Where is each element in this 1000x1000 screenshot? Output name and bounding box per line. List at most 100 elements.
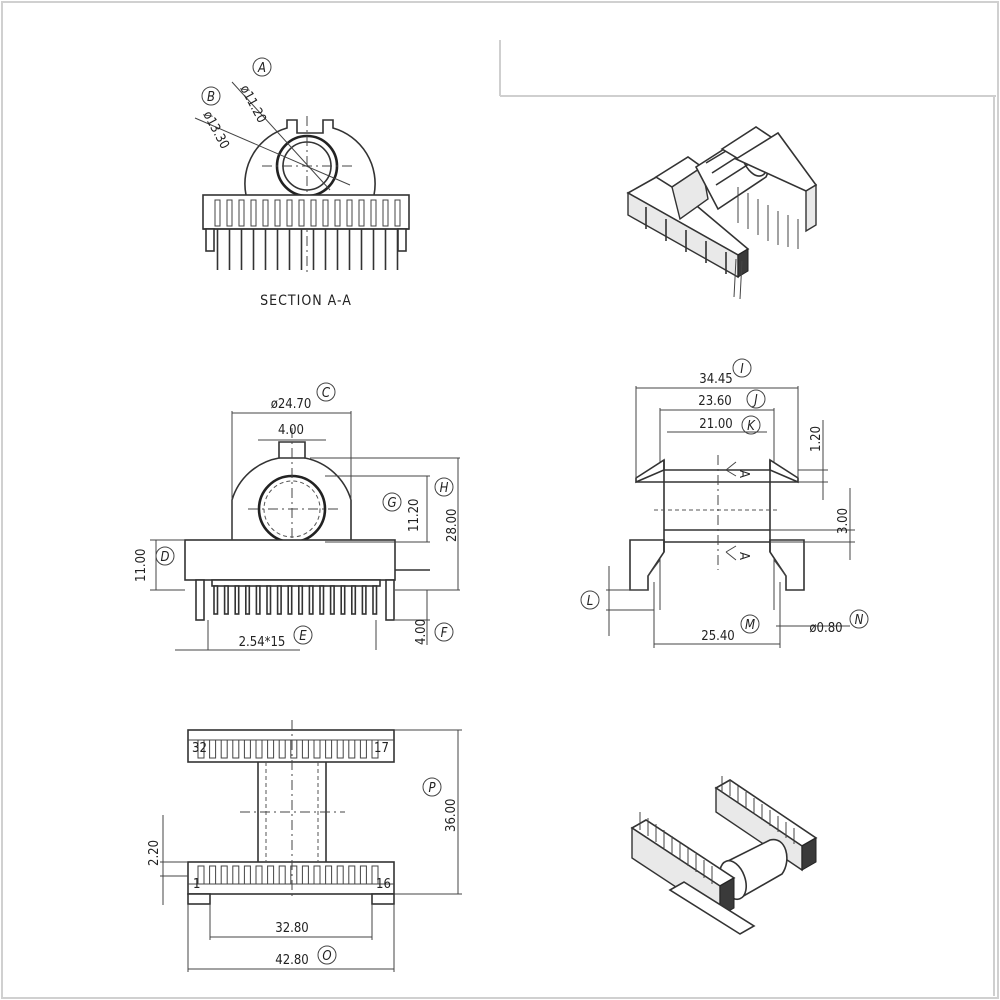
front-pin (213, 585, 219, 615)
callout-c: C (316, 382, 336, 402)
callout-b: B (201, 86, 221, 106)
svg-text:H: H (440, 481, 449, 496)
section-slot (286, 199, 293, 227)
pin-first-number-top: 32 (192, 741, 207, 756)
section-slot (370, 199, 377, 227)
dim-f-value: 4.00 (414, 619, 429, 645)
svg-text:E: E (299, 629, 307, 644)
svg-text:N: N (855, 613, 864, 628)
wall-thickness-value: 3.00 (836, 508, 851, 534)
pin-first-number: 1 (193, 877, 200, 892)
callout-d: D (155, 546, 175, 566)
dim-b-value: ø13.30 (199, 109, 231, 152)
svg-text:P: P (428, 781, 436, 796)
front-pin (287, 585, 293, 615)
pin-last-number-top: 17 (374, 741, 389, 756)
dim-n-value: ø0.80 (809, 621, 842, 636)
callout-m: M (740, 614, 760, 634)
section-slot (274, 199, 281, 227)
callout-f: F (434, 622, 454, 642)
callout-o: O (317, 945, 337, 965)
bottom-view: 1 16 32 17 36.00 P 2.20 32.80 42.80 O (147, 720, 462, 972)
section-slot (346, 199, 353, 227)
rail-depth-value: 2.20 (147, 840, 162, 866)
isometric-view-top (626, 126, 818, 300)
svg-text:C: C (322, 386, 331, 401)
callout-i: I (732, 358, 752, 378)
section-slot (310, 199, 317, 227)
front-pins (213, 585, 378, 615)
front-pin (350, 585, 357, 615)
pin-last-number: 16 (376, 877, 391, 892)
dim-g-value: 11.20 (407, 499, 422, 532)
dim-j-value: 23.60 (698, 394, 731, 409)
section-slot (214, 199, 221, 227)
callout-g: G (382, 492, 402, 512)
svg-text:J: J (752, 393, 758, 408)
svg-text:M: M (745, 618, 755, 633)
section-title: SECTION A-A (260, 293, 352, 309)
dim-e-value: 2.54*15 (239, 635, 286, 650)
svg-text:A: A (257, 61, 266, 76)
callout-k: K (741, 415, 761, 435)
section-slots (214, 199, 401, 227)
section-slot (334, 199, 341, 227)
front-pin (361, 585, 367, 615)
front-pin (276, 585, 282, 615)
callout-p: P (422, 777, 442, 797)
section-slot (322, 199, 329, 227)
callout-n: N (849, 609, 869, 629)
front-pin (223, 585, 229, 615)
callout-e: E (293, 625, 313, 645)
top-rail-pins (188, 739, 394, 759)
section-slot (382, 199, 389, 227)
bottom-rail-pins (188, 865, 394, 885)
front-pin (308, 585, 314, 615)
section-pins (205, 228, 407, 270)
dim-i-value: 34.45 (699, 372, 732, 387)
front-pin (255, 585, 261, 615)
dim-m-value: 25.40 (701, 629, 734, 644)
dim-o-value: 42.80 (275, 953, 308, 968)
svg-text:F: F (441, 626, 448, 641)
front-pin (266, 585, 272, 615)
front-pin (372, 585, 378, 615)
slot-width-value: 4.00 (278, 423, 304, 438)
front-pin (340, 585, 346, 615)
front-pin (234, 585, 240, 615)
inner-width-value: 32.80 (275, 921, 308, 936)
section-leg (205, 228, 215, 252)
svg-text:K: K (747, 419, 756, 434)
front-pin (319, 585, 325, 615)
callout-a: A (252, 57, 272, 77)
section-slot (394, 199, 401, 227)
dim-h-value: 28.00 (445, 509, 460, 542)
section-mark-bottom: A (736, 552, 751, 560)
svg-text:D: D (160, 550, 169, 565)
svg-text:L: L (587, 594, 594, 609)
callout-h: H (434, 477, 454, 497)
section-slot (238, 199, 245, 227)
section-a-a-view: ø11.20 ø13.30 A B SECTION A-A (194, 57, 410, 309)
flange-thickness-value: 1.20 (809, 426, 824, 452)
side-view: A A 34.45 I 23.60 J 21.00 K (580, 358, 869, 648)
section-slot (262, 199, 269, 227)
callout-j: J (746, 389, 766, 409)
front-pin (297, 585, 304, 615)
svg-text:B: B (207, 90, 215, 105)
dim-k-value: 21.00 (699, 417, 732, 432)
isometric-view-bottom (630, 776, 818, 935)
front-pin (245, 585, 251, 615)
dim-c-value: ø24.70 (271, 397, 312, 412)
section-slot (298, 199, 305, 227)
section-slot (358, 199, 365, 227)
callout-l: L (580, 590, 600, 610)
svg-text:G: G (387, 496, 396, 511)
svg-text:O: O (322, 949, 331, 964)
section-mark-top: A (736, 470, 751, 478)
dim-a-value: ø11.20 (236, 83, 268, 126)
section-leg (397, 228, 407, 252)
front-pin (329, 585, 335, 615)
